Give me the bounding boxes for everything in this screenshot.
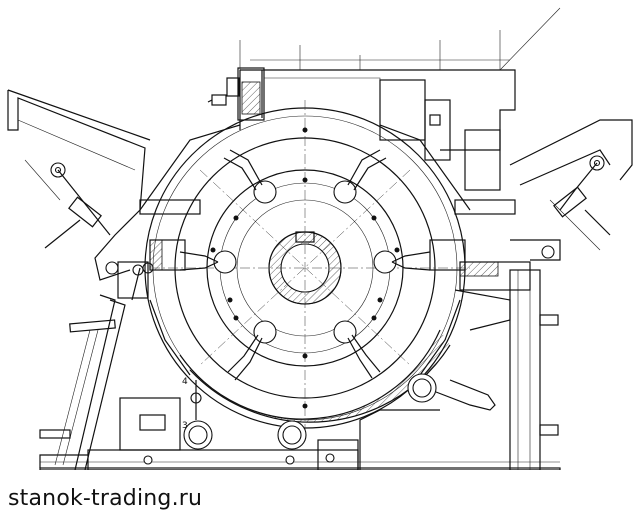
hammers [179,149,431,381]
right-adjustment-rods [454,261,559,470]
grate-arc [179,329,451,423]
feed-housing [207,7,561,191]
bolt-circle [210,127,400,409]
callout-labels: 4 3 [182,377,188,431]
hammer-pins [213,180,397,344]
left-hopper [7,89,154,281]
bearings [183,373,496,450]
left-adjustment-rods [39,261,149,470]
callout-3: 3 [182,421,188,431]
section-hatching [149,81,499,277]
rotor-disc [150,100,470,440]
watermark-text: stanok-trading.ru [8,486,203,511]
callout-4: 4 [182,377,188,387]
right-hopper [509,119,633,261]
crusher-assembly-drawing: 4 3 [7,7,633,470]
